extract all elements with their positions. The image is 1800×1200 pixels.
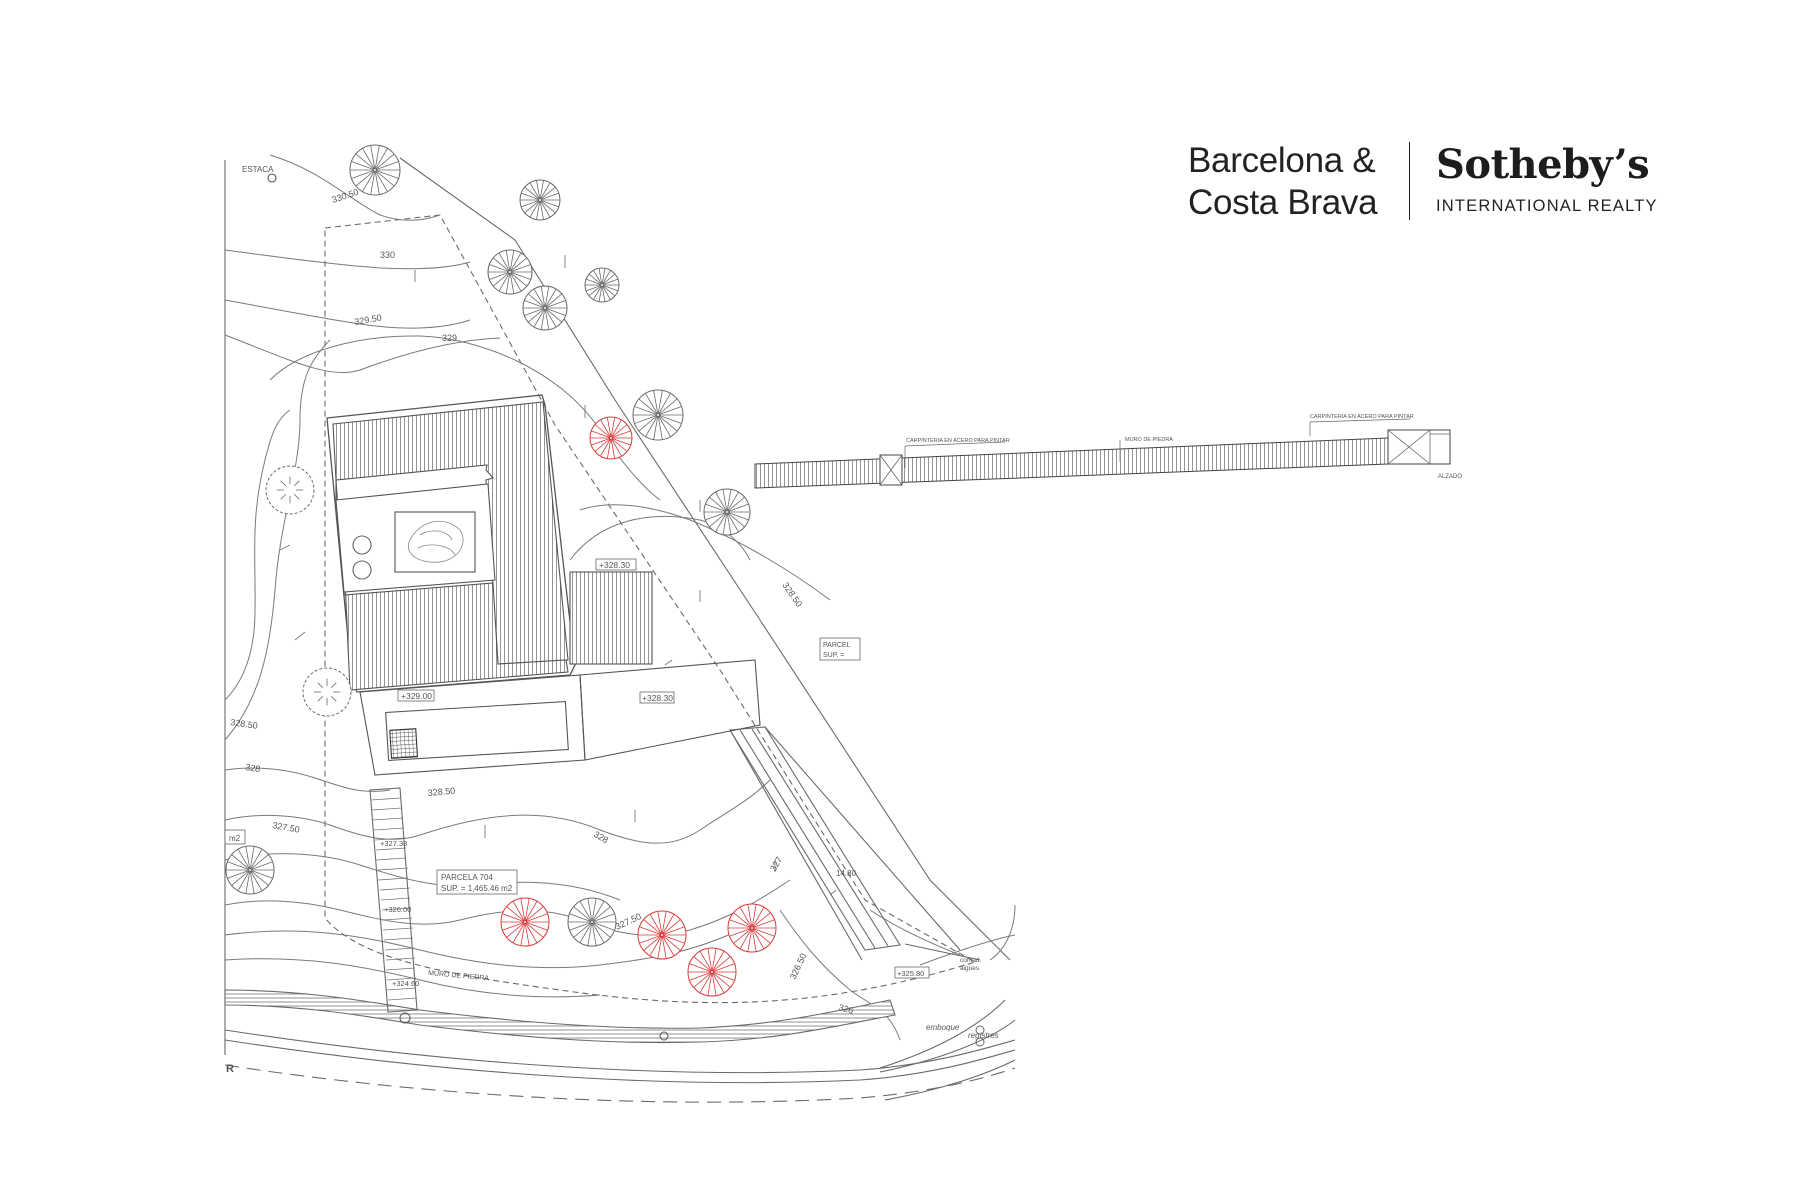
contour-label: 326.50: [788, 952, 809, 981]
tree-symbol: [302, 667, 352, 717]
plan-labels: ESTACA 330.50 330 329.50 329 328.50 328 …: [224, 165, 999, 1075]
parcel-box-partial: [819, 637, 861, 661]
area-fragment: m2: [229, 834, 241, 843]
stone-wall: [224, 989, 896, 1044]
dimension-label: 14.80: [836, 869, 857, 878]
gate-note: contad.: [960, 957, 982, 964]
courtyard-tree-1: [352, 535, 372, 555]
level-label: +326.00: [384, 905, 411, 914]
contour-label: 328.50: [780, 580, 804, 608]
brand-wordmark: Sotheby’s INTERNATIONAL REALTY: [1436, 140, 1658, 216]
tree-symbol: [567, 897, 617, 947]
elevation-note-left: CARPINTERIA EN ACERO PARA PINTAR: [906, 438, 1010, 444]
red-tree-symbol: [500, 897, 550, 947]
contour-label: 327: [768, 855, 784, 873]
property-boundary-east: [399, 157, 1011, 961]
red-tree-symbol: [589, 416, 633, 460]
elevation-note-middle: MURO DE PIEDRA: [1125, 437, 1173, 443]
street-fragment: R: [226, 1063, 234, 1075]
street-edges: [224, 999, 1016, 1103]
swimming-pool: [385, 700, 569, 762]
roof-block-north: [332, 401, 569, 665]
courtyard-plants: [408, 521, 464, 563]
contour-label: 330.50: [331, 187, 360, 205]
level-label: +328.30: [642, 693, 673, 703]
terrace-east: [579, 659, 761, 761]
brand-location: Barcelona & Costa Brava: [1188, 140, 1378, 224]
courtyard-tree-2: [352, 560, 372, 580]
contour-label: 328: [245, 762, 261, 774]
tree-symbol: [349, 144, 401, 196]
level-label: +328.30: [599, 560, 630, 570]
brand-subtitle: INTERNATIONAL REALTY: [1436, 197, 1658, 215]
brand-name: Sotheby’s: [1436, 141, 1650, 188]
stake-label: ESTACA: [242, 165, 274, 174]
contour-label: 330: [380, 250, 395, 260]
parcel-label-partial: PARCEL: [823, 642, 851, 649]
brand-logo: Barcelona & Costa Brava Sotheby’s INTERN…: [1188, 140, 1658, 230]
red-tree-symbol: [727, 903, 777, 953]
tree-symbol: [632, 389, 684, 441]
brand-location-line1: Barcelona &: [1188, 141, 1376, 180]
level-boxes: +329.00 +328.30 +328.30 +327.38 +326.00 …: [380, 558, 930, 988]
elevation-caption: ALZADO: [1438, 474, 1462, 480]
tree-symbol: [584, 267, 620, 303]
parcel-area-partial: SUP. =: [823, 652, 844, 659]
parcel-label: PARCELA 704: [441, 873, 493, 882]
contour-label: 328: [592, 829, 610, 845]
red-tree-symbol: [687, 947, 737, 997]
parcel-box: [436, 869, 518, 895]
tree-symbol: [487, 249, 533, 295]
contour-label: 329.50: [354, 312, 383, 327]
driveway-ramp: [729, 726, 981, 961]
pool-steps: [389, 728, 419, 759]
brand-divider: [1409, 142, 1410, 220]
roof-annex: [569, 571, 653, 665]
registry-manhole: [975, 1025, 985, 1035]
gate-note: aigues: [960, 965, 980, 972]
elevation-drawing: CARPINTERIA EN ACERO PARA PINTAR MURO DE…: [754, 414, 1462, 489]
tree-symbol: [519, 179, 561, 221]
tree-symbol: [703, 488, 751, 536]
contour-label: 329: [442, 333, 457, 343]
garden-stairs: [369, 787, 418, 1013]
contour-label: 326: [837, 1002, 854, 1016]
wall-label: MURO DE PIEDRA: [428, 970, 490, 982]
outlet-marker: [399, 1012, 411, 1024]
level-label: +327.38: [380, 839, 407, 848]
parcel-area: SUP. = 1,465.46 m2: [441, 884, 513, 893]
elevation-note-right: CARPINTERIA EN ACERO PARA PINTAR: [1310, 414, 1414, 420]
level-ticks: [279, 255, 837, 896]
tree-symbol: [225, 845, 275, 895]
street-note: registres: [968, 1031, 999, 1040]
plan-group: [224, 154, 1016, 1103]
contour-label: 328.50: [427, 786, 455, 798]
street-note: emboque: [926, 1023, 960, 1032]
tree-symbol: [522, 285, 568, 331]
registry-manhole: [975, 1037, 985, 1047]
tree-symbol: [265, 465, 315, 515]
outlet-marker: [659, 1031, 669, 1041]
elevation-wall: [754, 437, 1389, 489]
contour-label: 327.50: [272, 820, 301, 835]
trees: [225, 144, 777, 997]
contour-label: 328.50: [230, 717, 259, 731]
red-tree-symbol: [637, 910, 687, 960]
area-fragment-box: [224, 829, 246, 845]
stake-marker: [267, 173, 277, 183]
level-label: +329.00: [401, 691, 432, 701]
level-label: +325.80: [897, 969, 924, 978]
elevation-gate-right: [1387, 429, 1451, 465]
setback-line: [324, 214, 977, 1004]
level-label: +324.60: [392, 979, 419, 988]
brand-location-line2: Costa Brava: [1188, 183, 1378, 222]
